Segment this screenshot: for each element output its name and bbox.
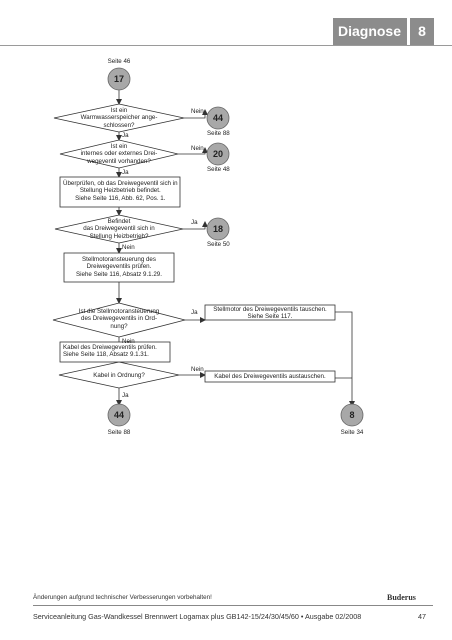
box-check-valve	[59, 176, 181, 208]
q4-yes-label: Ja	[191, 309, 198, 316]
circle-20-ref: Seite 48	[207, 166, 230, 173]
box-replace-motor-text: Stellmotor des Dreiwegeventils tauschen.…	[213, 306, 327, 321]
start-ref: Seite 46	[107, 58, 131, 65]
q3-no-label: Nein	[122, 244, 135, 251]
start-circle	[107, 67, 131, 91]
ref-circle-18	[206, 217, 230, 241]
box-check-valve-text: Überprüfen, ob das Dreiwegeventil sich i…	[63, 180, 178, 202]
start-number: 17	[113, 74, 124, 84]
box-replace-cable-text: Kabel des Dreiwegeventils austauschen.	[214, 373, 326, 380]
q5-no-label: Nein	[191, 366, 204, 373]
q2-no-label: Nein	[191, 145, 204, 152]
end-8-ref: Seite 34	[340, 429, 364, 436]
q5-yes-label: Ja	[122, 392, 129, 399]
decision-q1	[53, 103, 185, 133]
box-check-cable	[59, 341, 171, 363]
end-circle-8	[340, 403, 364, 427]
box-check-control	[63, 252, 175, 283]
end-8-number: 8	[349, 410, 355, 420]
box-check-cable-text: Kabel des Dreiwegeventils prüfen.Siehe S…	[63, 344, 157, 359]
ref-circle-44	[206, 106, 230, 130]
circle-18-number: 18	[212, 224, 223, 234]
box-replace-cable	[204, 370, 336, 383]
ref-circle-20	[206, 142, 230, 166]
brand-logo: Buderus	[387, 593, 416, 602]
q1-no-label: Nein	[191, 108, 204, 115]
decision-q5	[58, 361, 180, 389]
circle-20-number: 20	[212, 149, 223, 159]
header-rule	[0, 45, 452, 46]
circle-18-ref: Seite 50	[207, 241, 230, 248]
q4-no-label: Nein	[122, 338, 135, 345]
end-circle-44	[107, 403, 131, 427]
q1-yes-label: Ja	[122, 132, 129, 139]
q5-text: Kabel in Ordnung?	[93, 372, 145, 379]
chapter-number: 8	[410, 18, 434, 45]
box-replace-motor	[204, 304, 336, 321]
end-44-number: 44	[113, 410, 124, 420]
footer-manual-title: Serviceanleitung Gas-Wandkessel Brennwer…	[33, 612, 362, 621]
circle-44-ref: Seite 88	[207, 130, 230, 137]
circle-44-number: 44	[212, 113, 223, 123]
decision-q3	[54, 214, 184, 244]
end-44-ref: Seite 88	[107, 429, 131, 436]
decision-q4	[52, 302, 186, 338]
section-title: Diagnose	[333, 18, 407, 45]
q2-yes-label: Ja	[122, 169, 129, 176]
footer-note: Änderungen aufgrund technischer Verbesse…	[33, 594, 212, 601]
q3-yes-label: Ja	[191, 219, 198, 226]
page-number: 47	[418, 612, 426, 621]
footer-rule	[33, 605, 433, 606]
decision-q2	[59, 139, 179, 169]
